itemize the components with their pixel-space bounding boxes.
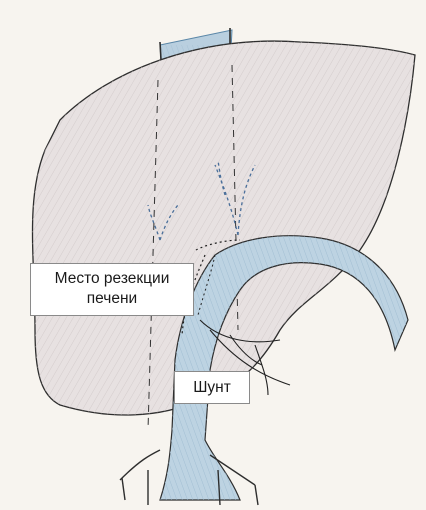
resection-site-label: Место резекции печени (30, 263, 194, 316)
shunt-label: Шунт (174, 371, 250, 404)
resection-label-line1: Место резекции (31, 269, 193, 289)
resection-label-line2: печени (31, 289, 193, 309)
shunt-label-text: Шунт (175, 378, 249, 398)
